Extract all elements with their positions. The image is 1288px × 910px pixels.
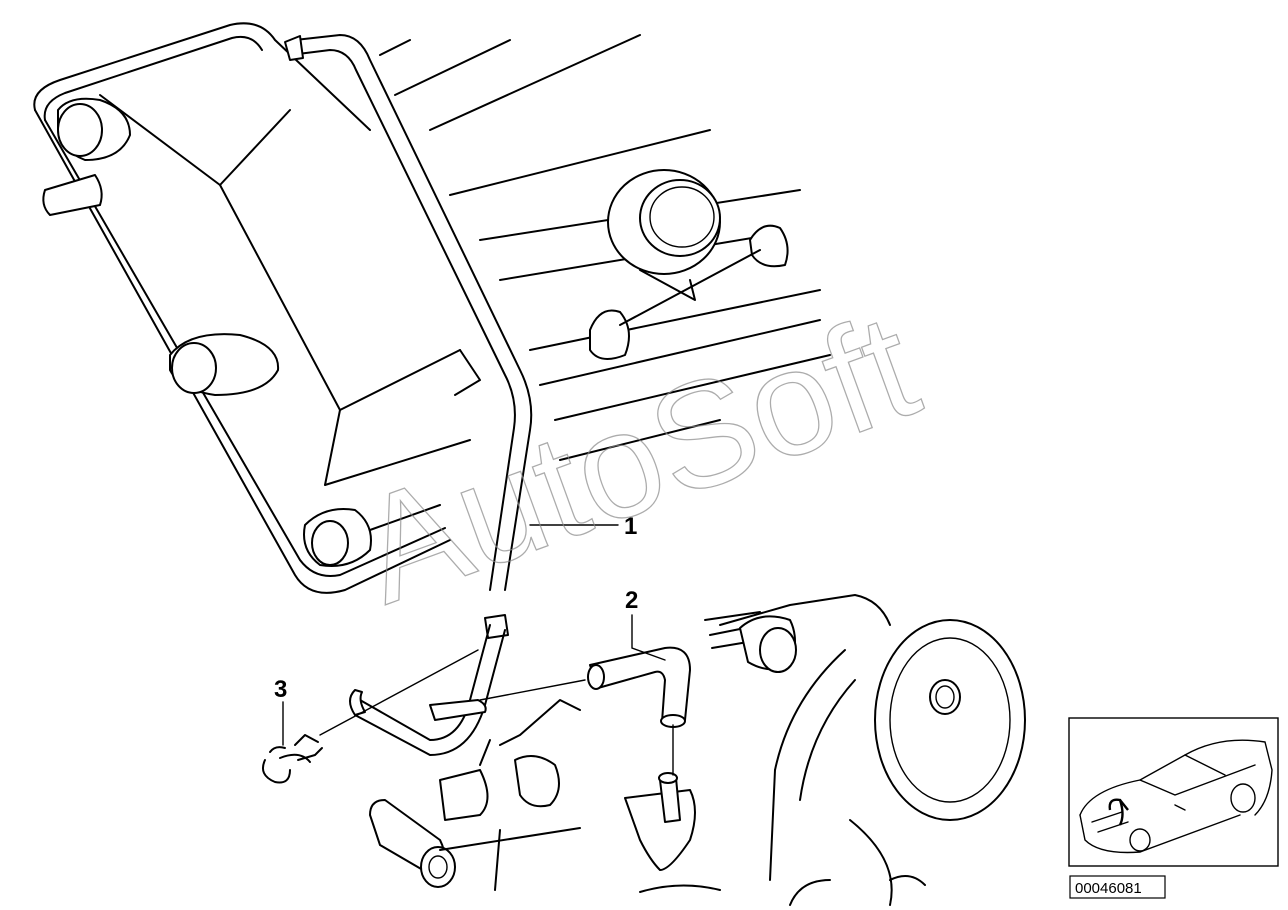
engine-valve-cover (379, 34, 831, 461)
reference-number: 00046081 (1075, 880, 1142, 897)
car-location-inset (1068, 717, 1279, 867)
autosoft-watermark: AutoSoft (338, 280, 936, 635)
elbow-hose-part-2 (587, 646, 696, 871)
callout-1: 1 (624, 513, 637, 540)
lower-bracket (369, 699, 721, 893)
vent-hose-part-1 (284, 34, 533, 756)
reference-number-box: 00046081 (1069, 875, 1166, 899)
throttle-housing (704, 594, 1026, 906)
clip-part-3 (262, 734, 323, 784)
callout-2: 2 (625, 587, 638, 614)
callout-3: 3 (274, 676, 287, 703)
air-filter-housing (33, 22, 481, 594)
leader-lines (282, 524, 674, 776)
